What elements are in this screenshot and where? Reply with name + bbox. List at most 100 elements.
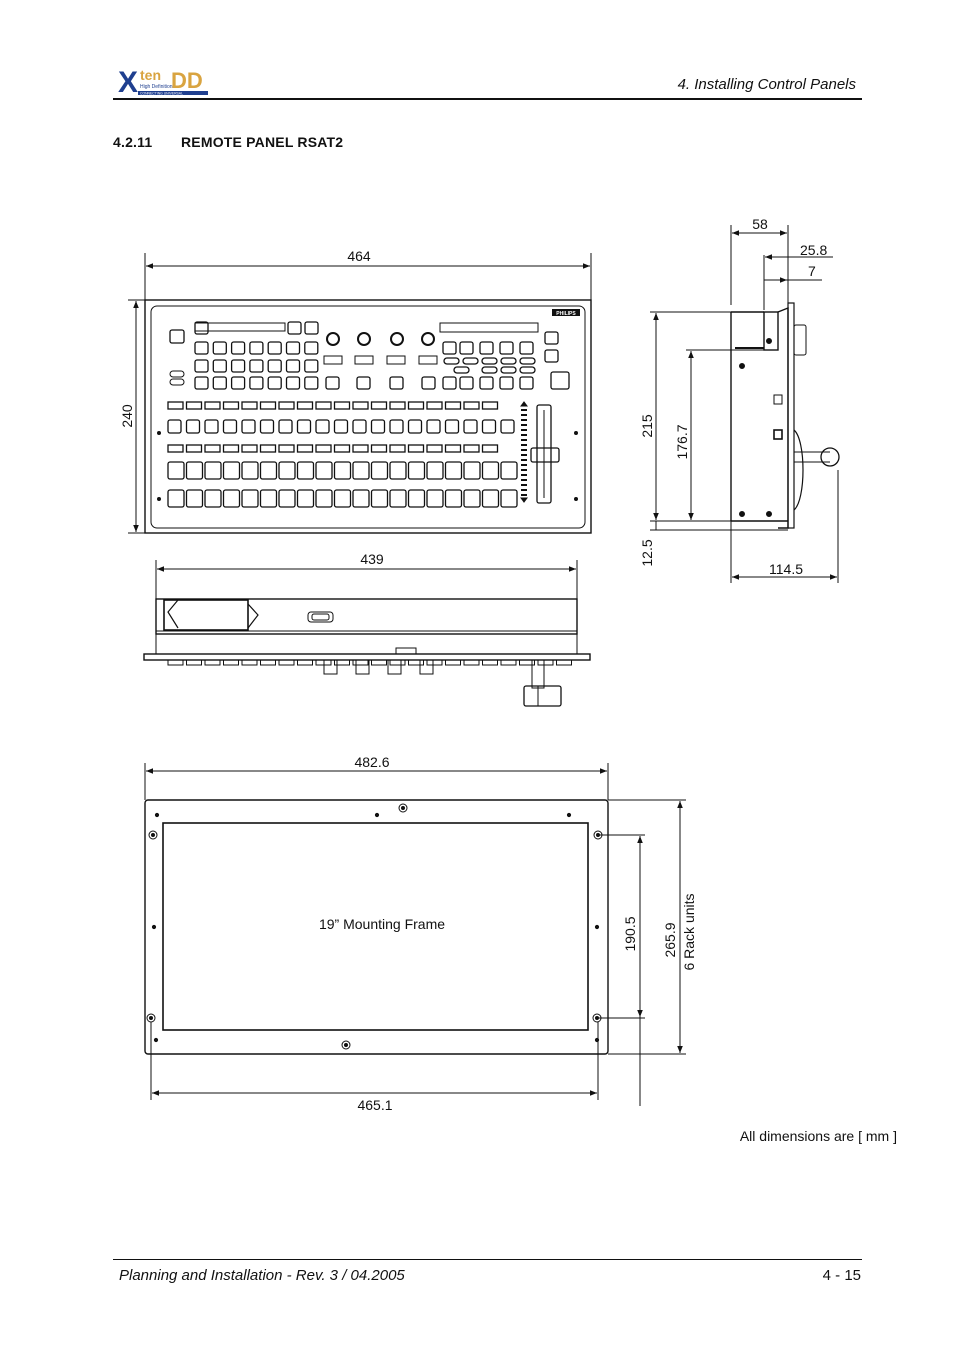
panel-indicator (519, 366, 536, 374)
dim-frame-inner-height: 190.5 (622, 916, 638, 951)
panel-label-strip (296, 444, 314, 453)
dim-side-inner-height: 176.7 (674, 424, 690, 459)
panel-button (287, 321, 302, 335)
key-cap (167, 659, 184, 666)
panel-label-strip (204, 444, 221, 453)
panel-button (463, 419, 478, 434)
panel-label-strip (370, 401, 388, 410)
panel-button (204, 489, 222, 508)
panel-button (230, 341, 246, 355)
panel-button (267, 341, 282, 355)
key-cap (371, 659, 387, 666)
dim-side-height: 215 (639, 414, 655, 438)
panel-label-strip (185, 401, 203, 410)
panel-label-strip (296, 401, 314, 410)
panel-button (222, 461, 241, 480)
panel-label-strip (426, 401, 443, 410)
dim-side-depth-top: 58 (752, 216, 768, 232)
panel-button (194, 321, 209, 335)
panel-label-strip (463, 444, 480, 453)
panel-button (389, 489, 407, 508)
panel-button (304, 359, 319, 373)
panel-button (352, 461, 370, 480)
panel-button (278, 461, 296, 480)
key-cap (186, 659, 202, 666)
dim-frame-outer-width: 482.6 (354, 754, 389, 770)
logo-sub: CONNECTING UNIVERSAL (140, 91, 183, 95)
key-cap (204, 659, 221, 666)
panel-label-strip (407, 444, 425, 453)
panel-button (442, 341, 457, 355)
panel-button (519, 376, 534, 390)
dim-front-height: 240 (119, 404, 135, 428)
panel-button (481, 461, 500, 480)
panel-button (519, 341, 534, 355)
key-cap (408, 659, 424, 666)
key-cap (389, 659, 406, 666)
panel-button (426, 489, 444, 508)
panel-label-strip (204, 401, 221, 410)
dim-frame-rack-units: 6 Rack units (681, 893, 697, 970)
key-cap (463, 659, 480, 666)
fader-scale-arrow-up (520, 401, 528, 407)
panel-button (315, 461, 333, 480)
panel-button (459, 341, 474, 355)
dim-frame-outer-height: 265.9 (662, 922, 678, 957)
panel-brand-label: PHILIPS (556, 311, 576, 317)
panel-button (352, 419, 367, 434)
panel-button (241, 419, 256, 434)
key-cap (241, 659, 258, 666)
panel-button (499, 376, 514, 390)
panel-indicator (500, 366, 517, 374)
panel-button (442, 376, 457, 390)
panel-button (230, 359, 246, 373)
panel-button (285, 359, 301, 373)
panel-button (249, 341, 264, 355)
panel-button (167, 461, 185, 480)
logo-ten: ten (140, 67, 161, 83)
panel-button (194, 376, 209, 390)
panel-button (333, 489, 352, 508)
panel-button (407, 489, 426, 508)
dim-side-depth-bottom: 114.5 (769, 561, 803, 577)
panel-button (426, 419, 441, 434)
panel-label-strip (259, 444, 277, 453)
panel-button (500, 461, 518, 480)
panel-button (185, 461, 204, 480)
panel-button (356, 376, 371, 390)
panel-label-strip (185, 444, 203, 453)
panel-button (426, 461, 444, 480)
footer-rule (113, 1259, 862, 1260)
panel-button (212, 376, 227, 390)
panel-button (407, 419, 423, 434)
key-cap (260, 659, 276, 666)
panel-button (444, 419, 460, 434)
panel-button (259, 419, 275, 434)
panel-button (389, 376, 404, 390)
panel-button (222, 489, 241, 508)
panel-button (167, 419, 182, 434)
panel-button (479, 341, 494, 355)
panel-indicator (481, 357, 498, 365)
panel-label-strip (222, 401, 240, 410)
dim-side-base: 12.5 (639, 539, 655, 566)
panel-button (212, 359, 227, 373)
panel-label-strip (167, 401, 184, 410)
key-cap (482, 659, 498, 666)
panel-button (500, 489, 518, 508)
panel-button (304, 321, 319, 335)
panel-button (444, 461, 463, 480)
key-cap (556, 659, 572, 666)
panel-label-strip (167, 444, 184, 453)
logo-dd: DD (171, 68, 203, 93)
panel-button (278, 489, 296, 508)
panel-button (204, 419, 219, 434)
panel-button (285, 376, 301, 390)
panel-label-strip (315, 401, 332, 410)
panel-button (444, 489, 463, 508)
dim-top-width: 439 (360, 551, 384, 567)
panel-button (544, 349, 559, 363)
panel-label-strip (463, 401, 480, 410)
panel-label-strip (444, 444, 462, 453)
